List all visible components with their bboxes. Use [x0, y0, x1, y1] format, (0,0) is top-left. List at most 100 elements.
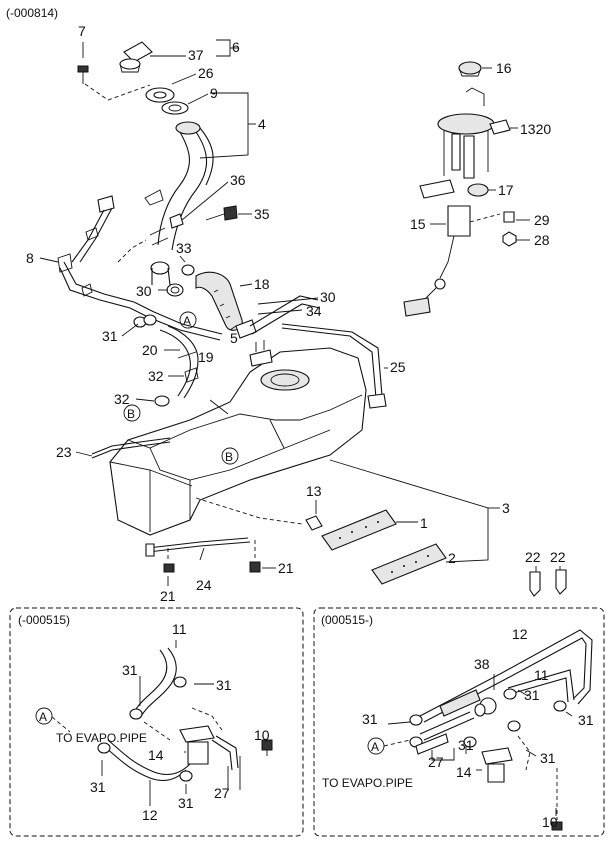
fuel-tank	[109, 340, 367, 536]
guide-15-29	[469, 213, 501, 223]
label-7: 7	[78, 23, 86, 39]
left-inset-labels: 11 31 31 10 14 31 31 27 12	[90, 621, 270, 823]
label-left-11: 11	[172, 621, 187, 637]
label-35: 35	[254, 206, 270, 222]
label-30-b: 30	[320, 289, 336, 305]
label-right-27: 27	[428, 754, 444, 770]
grommet-29	[503, 211, 515, 223]
screw-7	[77, 65, 89, 84]
clamp-30a	[166, 283, 184, 297]
label-left-12: 12	[142, 807, 158, 823]
label-8: 8	[26, 250, 34, 266]
label-34: 34	[306, 303, 322, 319]
circle-a-main-label: A	[183, 314, 191, 328]
bracket-22a	[529, 571, 541, 597]
label-right-12: 12	[512, 626, 528, 642]
tank-strap-24	[145, 537, 251, 557]
label-right-31-e: 31	[540, 750, 556, 766]
circle-a-right	[367, 737, 385, 755]
nut-28	[502, 231, 517, 247]
vent-hose-18	[195, 271, 243, 331]
main-labels: 7 37 6 26 9 4 36 35 33 8 30 18 30 34 5 3…	[26, 23, 566, 604]
breather-pipe-8	[57, 195, 223, 341]
label-5: 5	[230, 330, 238, 346]
label-right-31-d: 31	[458, 737, 474, 753]
label-19: 19	[198, 349, 214, 365]
label-36: 36	[230, 172, 246, 188]
label-right-38: 38	[474, 656, 490, 672]
filter-17	[467, 183, 489, 197]
left-inset-parts	[51, 640, 273, 806]
label-left-14: 14	[148, 747, 164, 763]
tank-pipe-23	[91, 437, 171, 459]
pump-cap-16	[458, 61, 482, 77]
fuel-pump-module	[419, 87, 511, 199]
pad-2	[371, 543, 447, 585]
label-32-a: 32	[148, 368, 164, 384]
label-21-a: 21	[160, 588, 176, 604]
label-29: 29	[534, 212, 550, 228]
label-20: 20	[142, 342, 158, 358]
label-6: 6	[232, 39, 240, 55]
label-23: 23	[56, 444, 72, 460]
bracket-22b	[555, 569, 567, 595]
circle-b-main	[123, 404, 141, 422]
tank-pipe-25	[281, 323, 387, 409]
circle-a-left	[35, 707, 53, 725]
clamp-32	[154, 395, 170, 407]
label-left-31-d: 31	[178, 795, 194, 811]
pad-1	[321, 509, 397, 551]
label-left-10: 10	[254, 727, 270, 743]
guide-8-neck	[117, 239, 147, 263]
label-22-b: 22	[550, 549, 566, 565]
leader-lines-main	[39, 39, 561, 586]
right-inset-labels: 12 38 11 31 31 31 31 31 27 14 10	[362, 626, 594, 830]
nut-13	[305, 515, 323, 531]
label-left-27: 27	[214, 785, 230, 801]
label-2: 2	[448, 550, 456, 566]
label-right-31-c: 31	[578, 712, 594, 728]
label-16: 16	[496, 60, 512, 76]
hose-19	[159, 325, 199, 399]
bolt-21a	[163, 563, 175, 573]
bolt-35	[205, 205, 238, 221]
clamp-31-main	[133, 314, 157, 328]
label-30-a: 30	[136, 283, 152, 299]
label-28: 28	[534, 232, 550, 248]
right-inset-box	[313, 607, 605, 837]
label-1320: 1320	[520, 121, 551, 137]
label-25: 25	[390, 359, 406, 375]
label-right-31-b: 31	[362, 711, 378, 727]
filler-ring-9	[161, 101, 189, 115]
guide-7-26	[84, 83, 151, 101]
label-22-a: 22	[525, 549, 541, 565]
filler-cap	[119, 41, 153, 73]
right-inset-parts	[383, 629, 593, 831]
circle-a-main	[179, 311, 197, 329]
filler-neck-pipe	[144, 121, 214, 286]
clip-36	[169, 213, 184, 229]
label-15: 15	[410, 216, 426, 232]
bracket-line-3	[329, 459, 489, 563]
left-box-header: (-000515)	[18, 613, 70, 627]
label-13: 13	[306, 483, 322, 499]
label-4: 4	[258, 116, 266, 132]
filler-gasket-26	[145, 87, 175, 103]
bolt-21b	[249, 540, 261, 573]
circle-b-tank	[221, 447, 239, 465]
label-right-14: 14	[456, 764, 472, 780]
label-left-31-a: 31	[122, 662, 138, 678]
clamp-33	[181, 264, 195, 276]
label-17: 17	[498, 182, 514, 198]
guide-13	[195, 497, 303, 525]
sender-15	[403, 205, 471, 317]
label-32-b: 32	[114, 391, 130, 407]
label-right-10: 10	[542, 814, 558, 830]
label-right-31-a: 31	[524, 687, 540, 703]
label-24: 24	[196, 577, 212, 593]
label-33: 33	[176, 240, 192, 256]
circle-a-left-label: A	[39, 710, 47, 724]
circle-b-tank-label: B	[225, 450, 233, 464]
